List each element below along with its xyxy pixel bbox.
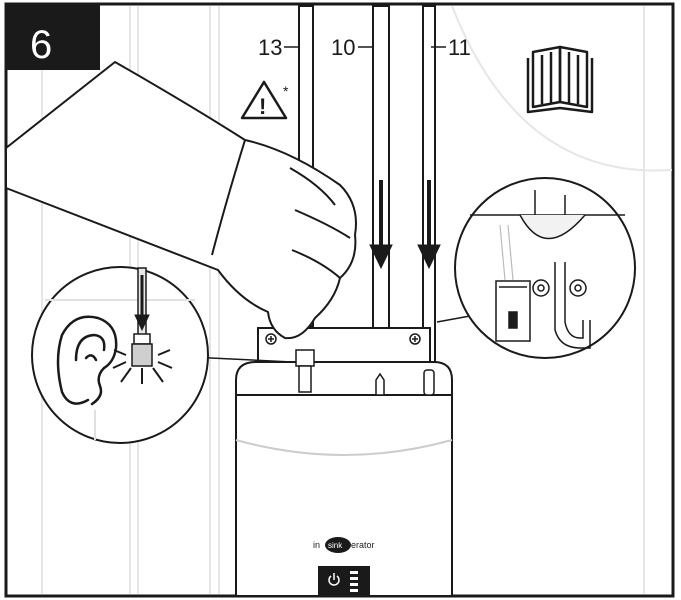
detail-magnifier-right [436, 177, 636, 359]
step-number-box [6, 4, 100, 70]
wall-control-box [495, 280, 531, 342]
svg-text:*: * [283, 83, 289, 99]
tank-fitting [423, 369, 435, 396]
tank-fitting [375, 372, 385, 396]
mounting-screw [265, 333, 277, 345]
arrow-down-icon [369, 180, 393, 270]
arrow-down-icon [134, 275, 150, 332]
click-burst [112, 349, 173, 384]
water-tank [235, 327, 453, 597]
callout-13: 13 [258, 35, 282, 60]
insinkerator-logo: in sink erator [313, 537, 375, 553]
svg-text:!: ! [259, 94, 266, 119]
manual-book-icon [526, 45, 594, 114]
detail-magnifier-left [31, 266, 293, 444]
control-panel [318, 566, 370, 596]
led-indicators [350, 571, 358, 592]
arrow-down-icon [417, 180, 441, 270]
callout-11: 11 [448, 35, 471, 60]
gloved-hand [5, 61, 357, 340]
shutoff-valve [532, 279, 587, 297]
callout-10: 10 [331, 35, 355, 60]
mounting-screw [409, 333, 421, 345]
ear-icon [56, 315, 118, 406]
svg-text:in: in [313, 540, 320, 550]
power-icon [328, 573, 340, 586]
warning-triangle-icon: ! * [240, 80, 289, 120]
svg-text:erator: erator [351, 540, 375, 550]
step-number: 6 [30, 23, 52, 67]
svg-text:sink: sink [328, 541, 343, 550]
tank-fitting [295, 349, 315, 393]
